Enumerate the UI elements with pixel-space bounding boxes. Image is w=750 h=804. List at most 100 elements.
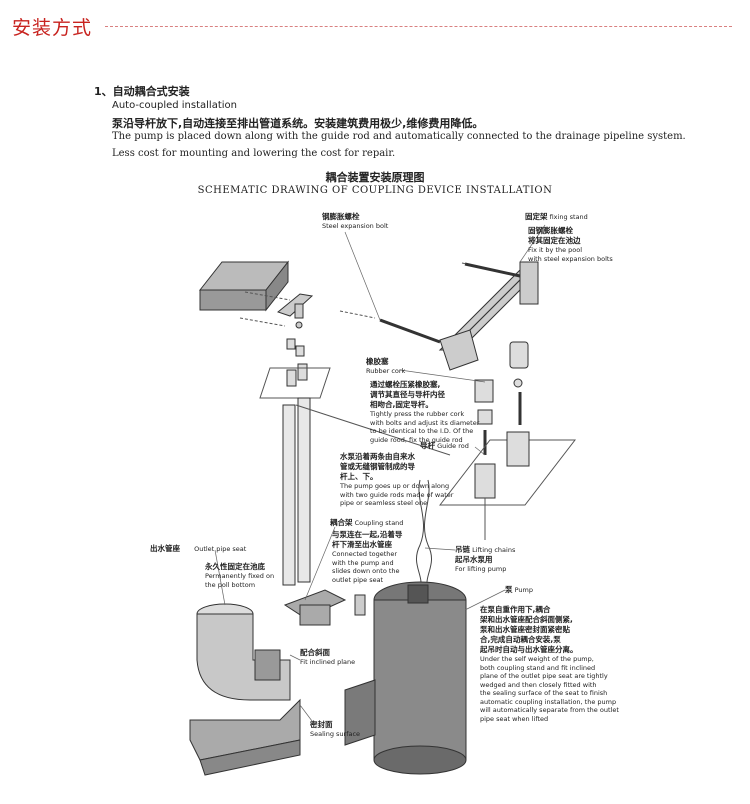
label-chain-en-1: Lifting chains xyxy=(472,546,516,554)
ceiling-plane xyxy=(259,367,331,399)
label-chain-cn-1: 吊链 xyxy=(455,545,470,554)
label-seal-cn: 密封面 xyxy=(310,720,333,729)
label-pump-desc-cn-2: 架和出水管座配合斜面侧紧, xyxy=(480,615,573,624)
label-guide-desc-en-2: with two guide rods made of water xyxy=(340,490,454,499)
page-header: 安装方式 xyxy=(0,0,750,52)
diagram-title-cn: 耦合装置安装原理图 xyxy=(325,171,425,184)
label-pump-desc-en-5: the sealing surface of the seat to finis… xyxy=(480,689,608,697)
leader-lines xyxy=(214,224,546,726)
label-guide-desc-en-1: The pump goes up or down along xyxy=(340,482,450,490)
steel-bolt-2 xyxy=(464,262,521,278)
label-lifting-chain: 吊链 Lifting chains 起吊水泵用 For lifting pump xyxy=(455,545,515,574)
label-chain-en-2: For lifting pump xyxy=(455,565,507,573)
section-description-en-1: The pump is placed down along with the g… xyxy=(112,131,686,142)
label-permanent-en-1: Permanently fixed on xyxy=(205,572,275,580)
label-rubber-desc-en-3: to be identical to the I.D. Of the xyxy=(370,427,474,435)
rubber-cork-left xyxy=(286,338,308,387)
label-fit-incline: 配合斜面 Fit inclined plane xyxy=(300,648,355,667)
label-pump-desc-en-8: pipe seat when lifted xyxy=(480,714,549,723)
label-rubber-desc-cn-2: 调节其直径与导杆内径 xyxy=(370,390,445,399)
label-rubber-en: Rubber cork xyxy=(366,367,406,375)
label-rubber-cn: 橡胶塞 xyxy=(366,357,389,366)
label-pump-en: Pump xyxy=(514,586,533,594)
label-rubber-desc-cn-1: 通过螺栓压紧橡胶塞, xyxy=(370,380,441,389)
guide-cup-2 xyxy=(474,463,496,499)
coupling-stand xyxy=(283,589,366,626)
label-fix-pool-en-2: with steel expansion bolts xyxy=(528,254,613,263)
label-incline-en: Fit inclined plane xyxy=(300,658,356,666)
label-coupling-desc-en-3: slides down onto the xyxy=(332,567,400,575)
label-permanent-cn: 永久性固定在池底 xyxy=(205,562,265,571)
label-coupling-desc-cn-1: 与泵连在一起,沿着导 xyxy=(332,530,403,539)
label-coupling-stand: 耦合架 Coupling stand xyxy=(330,518,403,528)
label-rubber-desc: 通过螺栓压紧橡胶塞, 调节其直径与导杆内径 相吻合,固定导杆。 Tightly … xyxy=(370,380,479,444)
pump xyxy=(344,581,467,775)
guide-cup xyxy=(506,431,530,467)
label-coupling-desc-en-2: with the pump and xyxy=(332,558,394,567)
label-pump-desc-en-3: plane of the outlet pipe seat are tightl… xyxy=(480,672,608,680)
label-seal-en: Sealing surface xyxy=(310,730,361,738)
label-guide-desc-cn-2: 管或无缝钢管制成的导 xyxy=(340,462,415,471)
label-pump-desc-cn-1: 在泵自重作用下,耦合 xyxy=(480,605,551,614)
label-pump-desc-cn-4: 合,完成自动耦合安装,泵 xyxy=(480,635,561,644)
label-incline-cn: 配合斜面 xyxy=(300,648,330,657)
label-outlet-seat: 出水管座 Outlet pipe seat xyxy=(150,544,246,554)
label-coupling-desc-cn-2: 杆下滑至出水管座 xyxy=(332,540,392,549)
label-guide-en: Guide rod xyxy=(437,442,469,450)
label-pump-cn: 泵 xyxy=(505,585,513,594)
label-rubber-cork: 橡胶塞 Rubber cork xyxy=(366,357,405,376)
label-pump-desc-en-7: will automatically separate from the out… xyxy=(480,706,619,714)
label-coupling-desc-en-4: outlet pipe seat xyxy=(332,575,384,584)
label-fixing-stand: 固定架 fixing stand xyxy=(525,212,588,222)
label-sealing-surface: 密封面 Sealing surface xyxy=(310,720,360,739)
label-outlet-cn: 出水管座 xyxy=(150,544,180,553)
label-pump-desc: 在泵自重作用下,耦合 架和出水管座配合斜面侧紧, 泵和出水管座密封面紧密贴 合,… xyxy=(480,605,619,723)
label-pump-desc-en-4: wedged and then closely fitted with xyxy=(480,680,597,689)
label-coupling-en: Coupling stand xyxy=(354,519,404,527)
label-coupling-cn: 耦合架 xyxy=(330,518,353,527)
label-fix-pool-cn-1: 固钢膨胀螺栓 xyxy=(528,226,573,235)
label-guide-rod: 导杆 Guide rod xyxy=(420,441,469,451)
label-steel-bolt-cn: 钢膨胀螺栓 xyxy=(322,212,360,221)
label-pump-desc-en-6: automatic coupling installation, the pum… xyxy=(480,697,617,706)
pool-plane xyxy=(438,439,577,506)
section-subtitle: Auto-coupled installation xyxy=(112,100,237,111)
label-fixing-stand-cn: 固定架 xyxy=(525,212,548,221)
lifting-chain xyxy=(415,479,433,591)
label-guide-desc: 水泵沿着两条由自来水 管或无缝钢管制成的导 杆上、下。 The pump goe… xyxy=(340,452,453,508)
guide-rods xyxy=(282,397,311,586)
label-steel-bolt-en: Steel expansion bolt xyxy=(322,222,389,230)
section-description-en-2: Less cost for mounting and lowering the … xyxy=(112,148,396,159)
label-fix-pool: 固钢膨胀螺栓 将其固定在池边 Fix it by the pool with s… xyxy=(528,226,613,263)
label-fix-pool-en-1: Fix it by the pool xyxy=(528,246,583,254)
outlet-pipe-seat xyxy=(189,603,301,776)
label-coupling-desc-en-1: Connected together xyxy=(332,550,398,558)
label-outlet-en: Outlet pipe seat xyxy=(194,545,247,553)
label-pump-desc-cn-3: 泵和出水管座密封面紧密贴 xyxy=(480,625,570,634)
label-guide-desc-cn-1: 水泵沿着两条由自来水 xyxy=(340,452,415,461)
label-permanent-en-2: the poll bottom xyxy=(205,580,256,589)
label-fixing-stand-en: fixing stand xyxy=(549,213,588,221)
label-permanent: 永久性固定在池底 Permanently fixed on the poll b… xyxy=(205,562,274,589)
label-pump: 泵 Pump xyxy=(505,585,533,595)
steel-bolt xyxy=(379,318,441,344)
diagram-title-en: SCHEMATIC DRAWING OF COUPLING DEVICE INS… xyxy=(197,185,553,196)
label-pump-desc-en-2: both coupling stand and fit inclined xyxy=(480,663,596,672)
fixing-stand xyxy=(438,261,539,371)
label-rubber-desc-en-2: with bolts and adjust its diameter xyxy=(370,418,480,427)
label-guide-desc-cn-3: 杆上、下。 xyxy=(340,472,378,481)
section-title: 1、自动耦合式安装 xyxy=(94,85,190,98)
label-coupling-desc: 与泵连在一起,沿着导 杆下滑至出水管座 Connected together w… xyxy=(332,530,402,584)
header-divider xyxy=(105,26,732,27)
label-chain-cn-2: 起吊水泵用 xyxy=(455,555,493,564)
label-guide-cn: 导杆 xyxy=(420,441,435,450)
label-pump-desc-cn-5: 起吊时自动与出水管座分离。 xyxy=(480,645,578,654)
label-pump-desc-en-1: Under the self weight of the pump, xyxy=(480,655,594,663)
section-description-cn: 泵沿导杆放下,自动连接至排出管道系统。安装建筑费用极少,维修费用降低。 xyxy=(112,117,484,130)
rubber-cork-right xyxy=(474,341,529,455)
concrete-block xyxy=(198,260,290,312)
top-bracket xyxy=(276,293,314,329)
label-rubber-desc-cn-3: 相吻合,固定导杆。 xyxy=(370,400,433,409)
label-fix-pool-cn-2: 将其固定在池边 xyxy=(528,236,581,245)
